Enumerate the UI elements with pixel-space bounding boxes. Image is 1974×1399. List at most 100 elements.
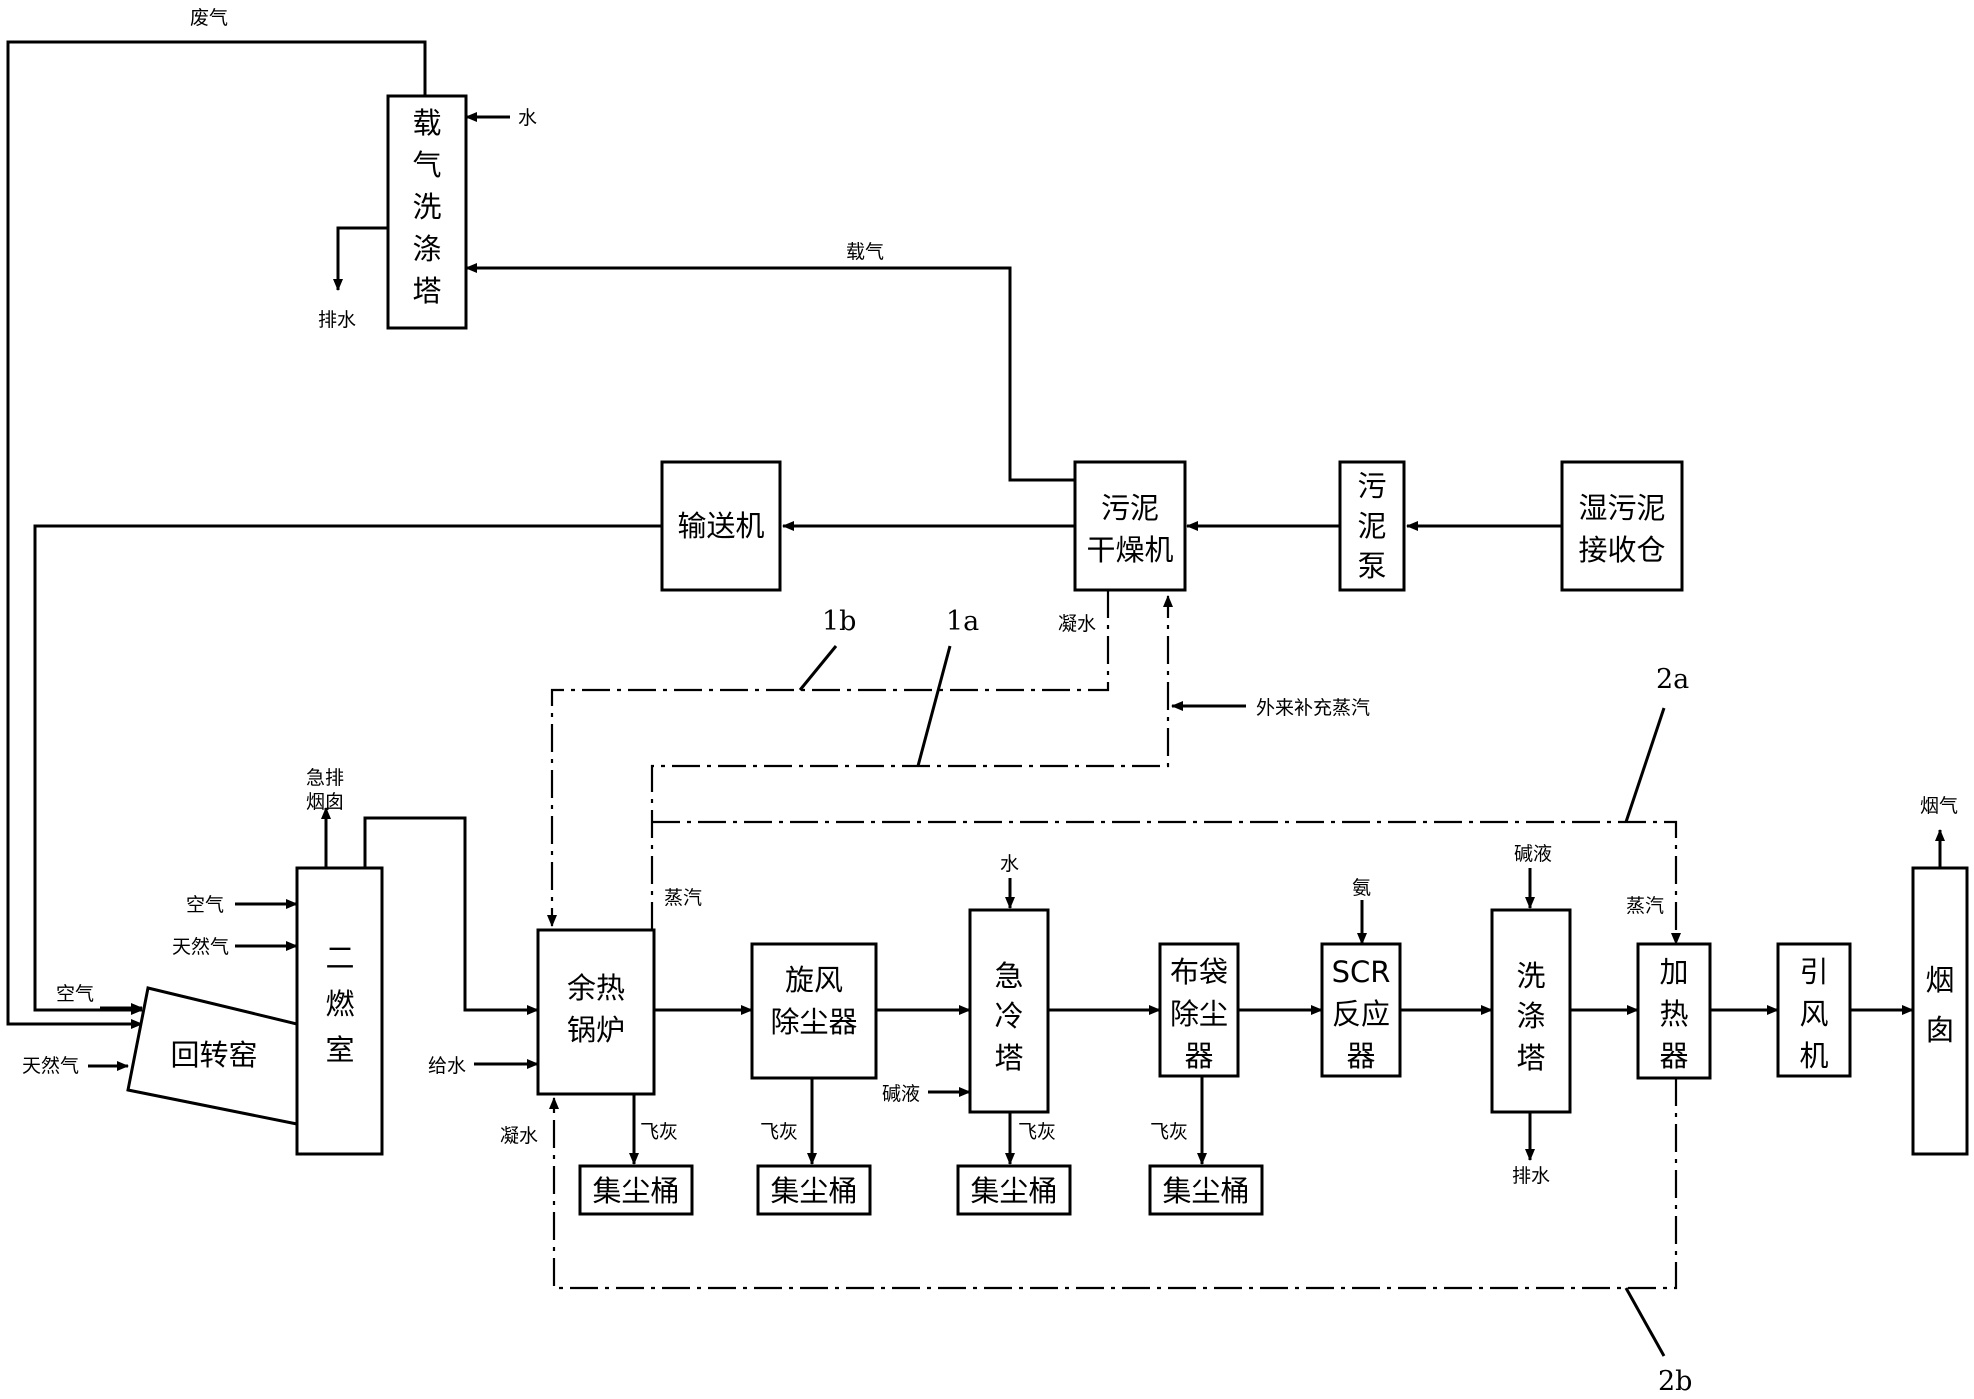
dust-bucket-2: 集尘桶: [756, 1164, 872, 1216]
svg-text:洗: 洗: [412, 190, 441, 224]
induced-draft-fan: 引 风 机: [1776, 942, 1852, 1078]
conveyor-to-kiln: [33, 524, 662, 1015]
label-condensate-dryer: 凝水: [1058, 613, 1096, 635]
label-external-steam: 外来补充蒸汽: [1256, 697, 1370, 719]
label-fly-ash-4: 飞灰: [1150, 1121, 1188, 1143]
svg-text:回转窑: 回转窑: [170, 1038, 257, 1072]
carrier-gas-line: [465, 263, 1075, 482]
scrubber-drain-line: [333, 226, 388, 291]
label-gas-kiln: 天然气: [22, 1055, 79, 1077]
svg-text:机: 机: [1799, 1039, 1828, 1073]
washing-tower: 洗 涤 塔: [1490, 908, 1572, 1114]
waste-heat-boiler: 余热 锅炉: [536, 928, 656, 1096]
svg-text:燃: 燃: [325, 987, 354, 1021]
carrier-gas-scrubber: 载 气 洗 涤 塔: [386, 94, 468, 330]
svg-text:室: 室: [325, 1033, 354, 1067]
svg-text:除尘: 除尘: [1170, 997, 1228, 1031]
svg-text:余热: 余热: [567, 971, 625, 1005]
tag-1a: 1a: [946, 606, 979, 637]
label-fly-ash-1: 飞灰: [640, 1121, 678, 1143]
label-air-kiln: 空气: [56, 983, 94, 1005]
svg-text:泵: 泵: [1357, 549, 1386, 583]
svg-text:囱: 囱: [1925, 1013, 1954, 1047]
svg-text:污: 污: [1357, 469, 1386, 503]
quench-tower: 急 冷 塔: [968, 908, 1050, 1114]
svg-text:除尘器: 除尘器: [770, 1005, 857, 1039]
svg-text:涤: 涤: [412, 232, 441, 266]
label-water-scrubber: 水: [518, 107, 537, 129]
label-steam-heater: 蒸汽: [1626, 895, 1664, 917]
svg-text:器: 器: [1184, 1039, 1213, 1073]
label-fly-ash-2: 飞灰: [760, 1121, 798, 1143]
svg-text:塔: 塔: [994, 1041, 1023, 1075]
svg-text:集尘桶: 集尘桶: [592, 1174, 679, 1208]
dust-bucket-4: 集尘桶: [1148, 1164, 1264, 1216]
flow-lines: [6, 40, 1945, 1165]
svg-text:塔: 塔: [1516, 1041, 1545, 1075]
label-alkali-washer: 碱液: [1514, 843, 1552, 865]
label-emergency-stack-2: 烟囱: [306, 791, 344, 813]
svg-text:器: 器: [1346, 1039, 1375, 1073]
tag-1b: 1b: [822, 606, 856, 637]
svg-text:塔: 塔: [412, 274, 441, 308]
svg-text:风: 风: [1799, 997, 1828, 1031]
label-water-quench: 水: [1000, 853, 1019, 875]
line-tags: 1b 1a 2a 2b: [822, 606, 1692, 1397]
equipment: 载 气 洗 涤 塔 输送机 污泥 干燥机 污 泥 泵 湿污泥 接收仓: [126, 94, 1969, 1216]
condensate-return-2b: [549, 1078, 1678, 1290]
svg-text:急: 急: [994, 959, 1023, 993]
secondary-combustion-chamber: 二 燃 室: [295, 866, 384, 1156]
svg-text:旋风: 旋风: [785, 963, 843, 997]
conveyor: 输送机: [660, 460, 782, 592]
svg-text:SCR: SCR: [1332, 955, 1391, 989]
steam-lines: [547, 590, 1681, 1290]
tag-2b: 2b: [1658, 1366, 1692, 1397]
label-drain-washer: 排水: [1512, 1165, 1550, 1187]
svg-text:污泥: 污泥: [1101, 491, 1159, 525]
label-alkali-quench: 碱液: [882, 1083, 920, 1105]
label-steam-boiler: 蒸汽: [664, 887, 702, 909]
scr-reactor: SCR 反应 器: [1320, 942, 1402, 1078]
svg-text:烟: 烟: [1925, 963, 1954, 997]
label-fly-ash-3: 飞灰: [1018, 1121, 1056, 1143]
svg-text:气: 气: [412, 148, 441, 182]
steam-supply-2a: [652, 820, 1681, 945]
label-carrier-gas: 载气: [846, 241, 884, 263]
svg-text:输送机: 输送机: [677, 509, 764, 543]
svg-text:载: 载: [412, 106, 441, 140]
svg-text:热: 热: [1659, 997, 1688, 1031]
label-gas-chamber: 天然气: [172, 936, 229, 958]
svg-text:反应: 反应: [1332, 997, 1390, 1031]
sludge-dryer: 污泥 干燥机: [1073, 460, 1187, 592]
exhaust-gas-line: [6, 40, 427, 1029]
tag-2a: 2a: [1656, 664, 1689, 695]
label-emergency-stack: 急排: [306, 767, 344, 789]
chamber-to-boiler: [363, 816, 539, 1015]
rotary-kiln: 回转窑: [126, 986, 299, 1126]
label-exhaust-gas: 废气: [190, 7, 228, 29]
svg-text:二: 二: [325, 941, 354, 975]
svg-text:集尘桶: 集尘桶: [770, 1174, 857, 1208]
svg-text:引: 引: [1799, 955, 1828, 989]
svg-text:集尘桶: 集尘桶: [1162, 1174, 1249, 1208]
svg-text:接收仓: 接收仓: [1578, 533, 1665, 567]
chimney: 烟 囱: [1911, 866, 1969, 1156]
tag-leaders: [798, 645, 1666, 1357]
wet-sludge-bin: 湿污泥 接收仓: [1560, 460, 1684, 592]
steam-supply-1a: [650, 595, 1173, 930]
label-air-chamber: 空气: [186, 894, 224, 916]
svg-text:干燥机: 干燥机: [1086, 533, 1173, 567]
bag-filter: 布袋 除尘 器: [1158, 942, 1240, 1078]
svg-text:布袋: 布袋: [1170, 955, 1228, 989]
label-flue-gas: 烟气: [1920, 795, 1958, 817]
label-feed-water: 给水: [428, 1055, 466, 1077]
svg-text:加: 加: [1659, 955, 1688, 989]
label-ammonia: 氨: [1352, 877, 1371, 899]
condensate-return-1b: [547, 590, 1110, 927]
svg-text:集尘桶: 集尘桶: [970, 1174, 1057, 1208]
svg-text:洗: 洗: [1516, 959, 1545, 993]
cyclone-dust-collector: 旋风 除尘器: [750, 942, 878, 1080]
svg-text:器: 器: [1659, 1039, 1688, 1073]
svg-text:泥: 泥: [1357, 509, 1386, 543]
dust-bucket-1: 集尘桶: [578, 1164, 694, 1216]
